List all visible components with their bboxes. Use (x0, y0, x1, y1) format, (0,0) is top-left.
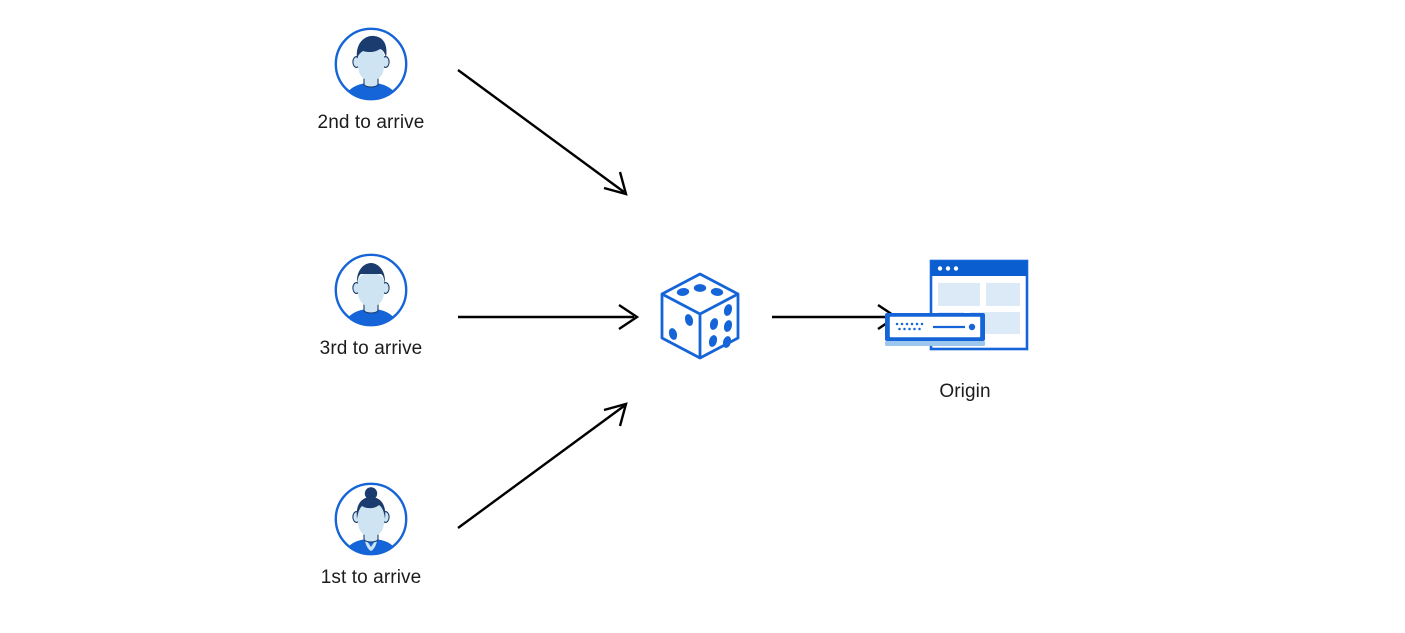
arrow-user3-to-dice (458, 304, 640, 330)
dice-icon (640, 262, 760, 370)
user-avatar-icon (333, 252, 409, 328)
user-avatar-icon (333, 26, 409, 102)
node-dice[interactable] (640, 262, 760, 370)
node-user-3rd[interactable]: 3rd to arrive (271, 252, 471, 360)
node-user-2nd[interactable]: 2nd to arrive (271, 26, 471, 134)
origin-label: Origin (939, 381, 991, 402)
user-3rd-label: 3rd to arrive (319, 338, 423, 359)
user-2nd-label: 2nd to arrive (317, 112, 425, 133)
origin-server-icon (855, 255, 1075, 365)
node-origin[interactable]: Origin (855, 255, 1075, 403)
node-user-1st[interactable]: 1st to arrive (271, 481, 471, 589)
server-device-icon (885, 313, 985, 346)
user-1st-label: 1st to arrive (320, 567, 422, 588)
arrow-user1-to-dice (457, 402, 628, 529)
arrow-user2-to-dice (457, 69, 628, 196)
user-avatar-icon (333, 481, 409, 557)
